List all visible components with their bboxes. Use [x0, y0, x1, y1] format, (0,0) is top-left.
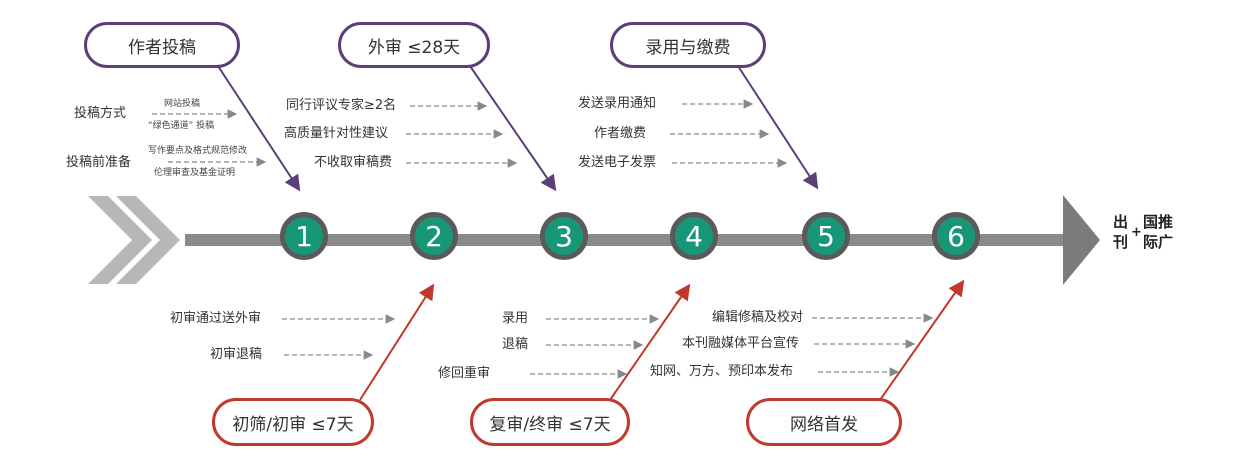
- stage-title-5: 录用与缴费: [610, 22, 766, 68]
- connector-4: [609, 283, 691, 401]
- final-review-item-3: 修回重审: [438, 366, 491, 381]
- final-review-item-1: 录用: [502, 311, 529, 326]
- stage-node-1: 1: [280, 212, 328, 260]
- end-label-plus: +: [1131, 225, 1142, 240]
- online-first-item-1: 编辑修稿及校对: [712, 310, 804, 325]
- stage-title-6: 网络首发: [746, 398, 902, 446]
- stage-node-5: 5: [802, 212, 850, 260]
- stage-title-4: 复审/终审 ≤7天: [470, 398, 630, 446]
- end-label-right-bottom: 际广: [1143, 233, 1174, 251]
- submission-prep-label: 投稿前准备: [66, 155, 132, 170]
- timeline-arrowhead: [1063, 195, 1100, 285]
- end-label-left-top: 出: [1113, 213, 1129, 231]
- external-review-item-3: 不收取审稿费: [314, 155, 393, 170]
- external-review-item-1: 同行评议专家≥2名: [286, 98, 397, 113]
- submission-method-option-2: “绿色通道” 投稿: [148, 121, 215, 131]
- online-first-item-3: 知网、万方、预印本发布: [650, 364, 794, 379]
- online-first-item-2: 本刊融媒体平台宣传: [682, 336, 800, 351]
- acceptance-item-2: 作者缴费: [594, 126, 647, 141]
- connector-6: [879, 279, 965, 401]
- stage-node-6: 6: [932, 212, 980, 260]
- stage-title-2: 初筛/初审 ≤7天: [212, 398, 374, 446]
- initial-review-item-2: 初审退稿: [210, 347, 263, 362]
- submission-prep-option-1: 写作要点及格式规范修改: [148, 146, 248, 156]
- submission-prep-option-2: 伦理审查及基金证明: [154, 168, 236, 178]
- acceptance-item-3: 发送电子发票: [578, 155, 657, 170]
- end-label-left-bottom: 刊: [1113, 233, 1129, 251]
- connector-3: [469, 65, 557, 192]
- connector-1: [217, 65, 301, 192]
- end-label-right-top: 国推: [1143, 213, 1174, 231]
- connector-5: [737, 65, 819, 190]
- stage-node-4: 4: [670, 212, 718, 260]
- stage-node-2: 2: [410, 212, 458, 260]
- dashed-arrows: [152, 99, 934, 379]
- stage-title-3: 外审 ≤28天: [338, 22, 490, 68]
- stage-title-1: 作者投稿: [84, 22, 240, 68]
- start-chevrons: [88, 196, 180, 284]
- acceptance-item-1: 发送录用通知: [578, 96, 657, 111]
- initial-review-item-1: 初审通过送外审: [170, 311, 262, 326]
- submission-method-label: 投稿方式: [74, 106, 127, 121]
- external-review-item-2: 高质量针对性建议: [284, 126, 389, 141]
- stage-node-3: 3: [540, 212, 588, 260]
- submission-method-option-1: 网站投稿: [164, 99, 201, 109]
- connector-2: [359, 283, 435, 401]
- final-review-item-2: 退稿: [502, 337, 529, 352]
